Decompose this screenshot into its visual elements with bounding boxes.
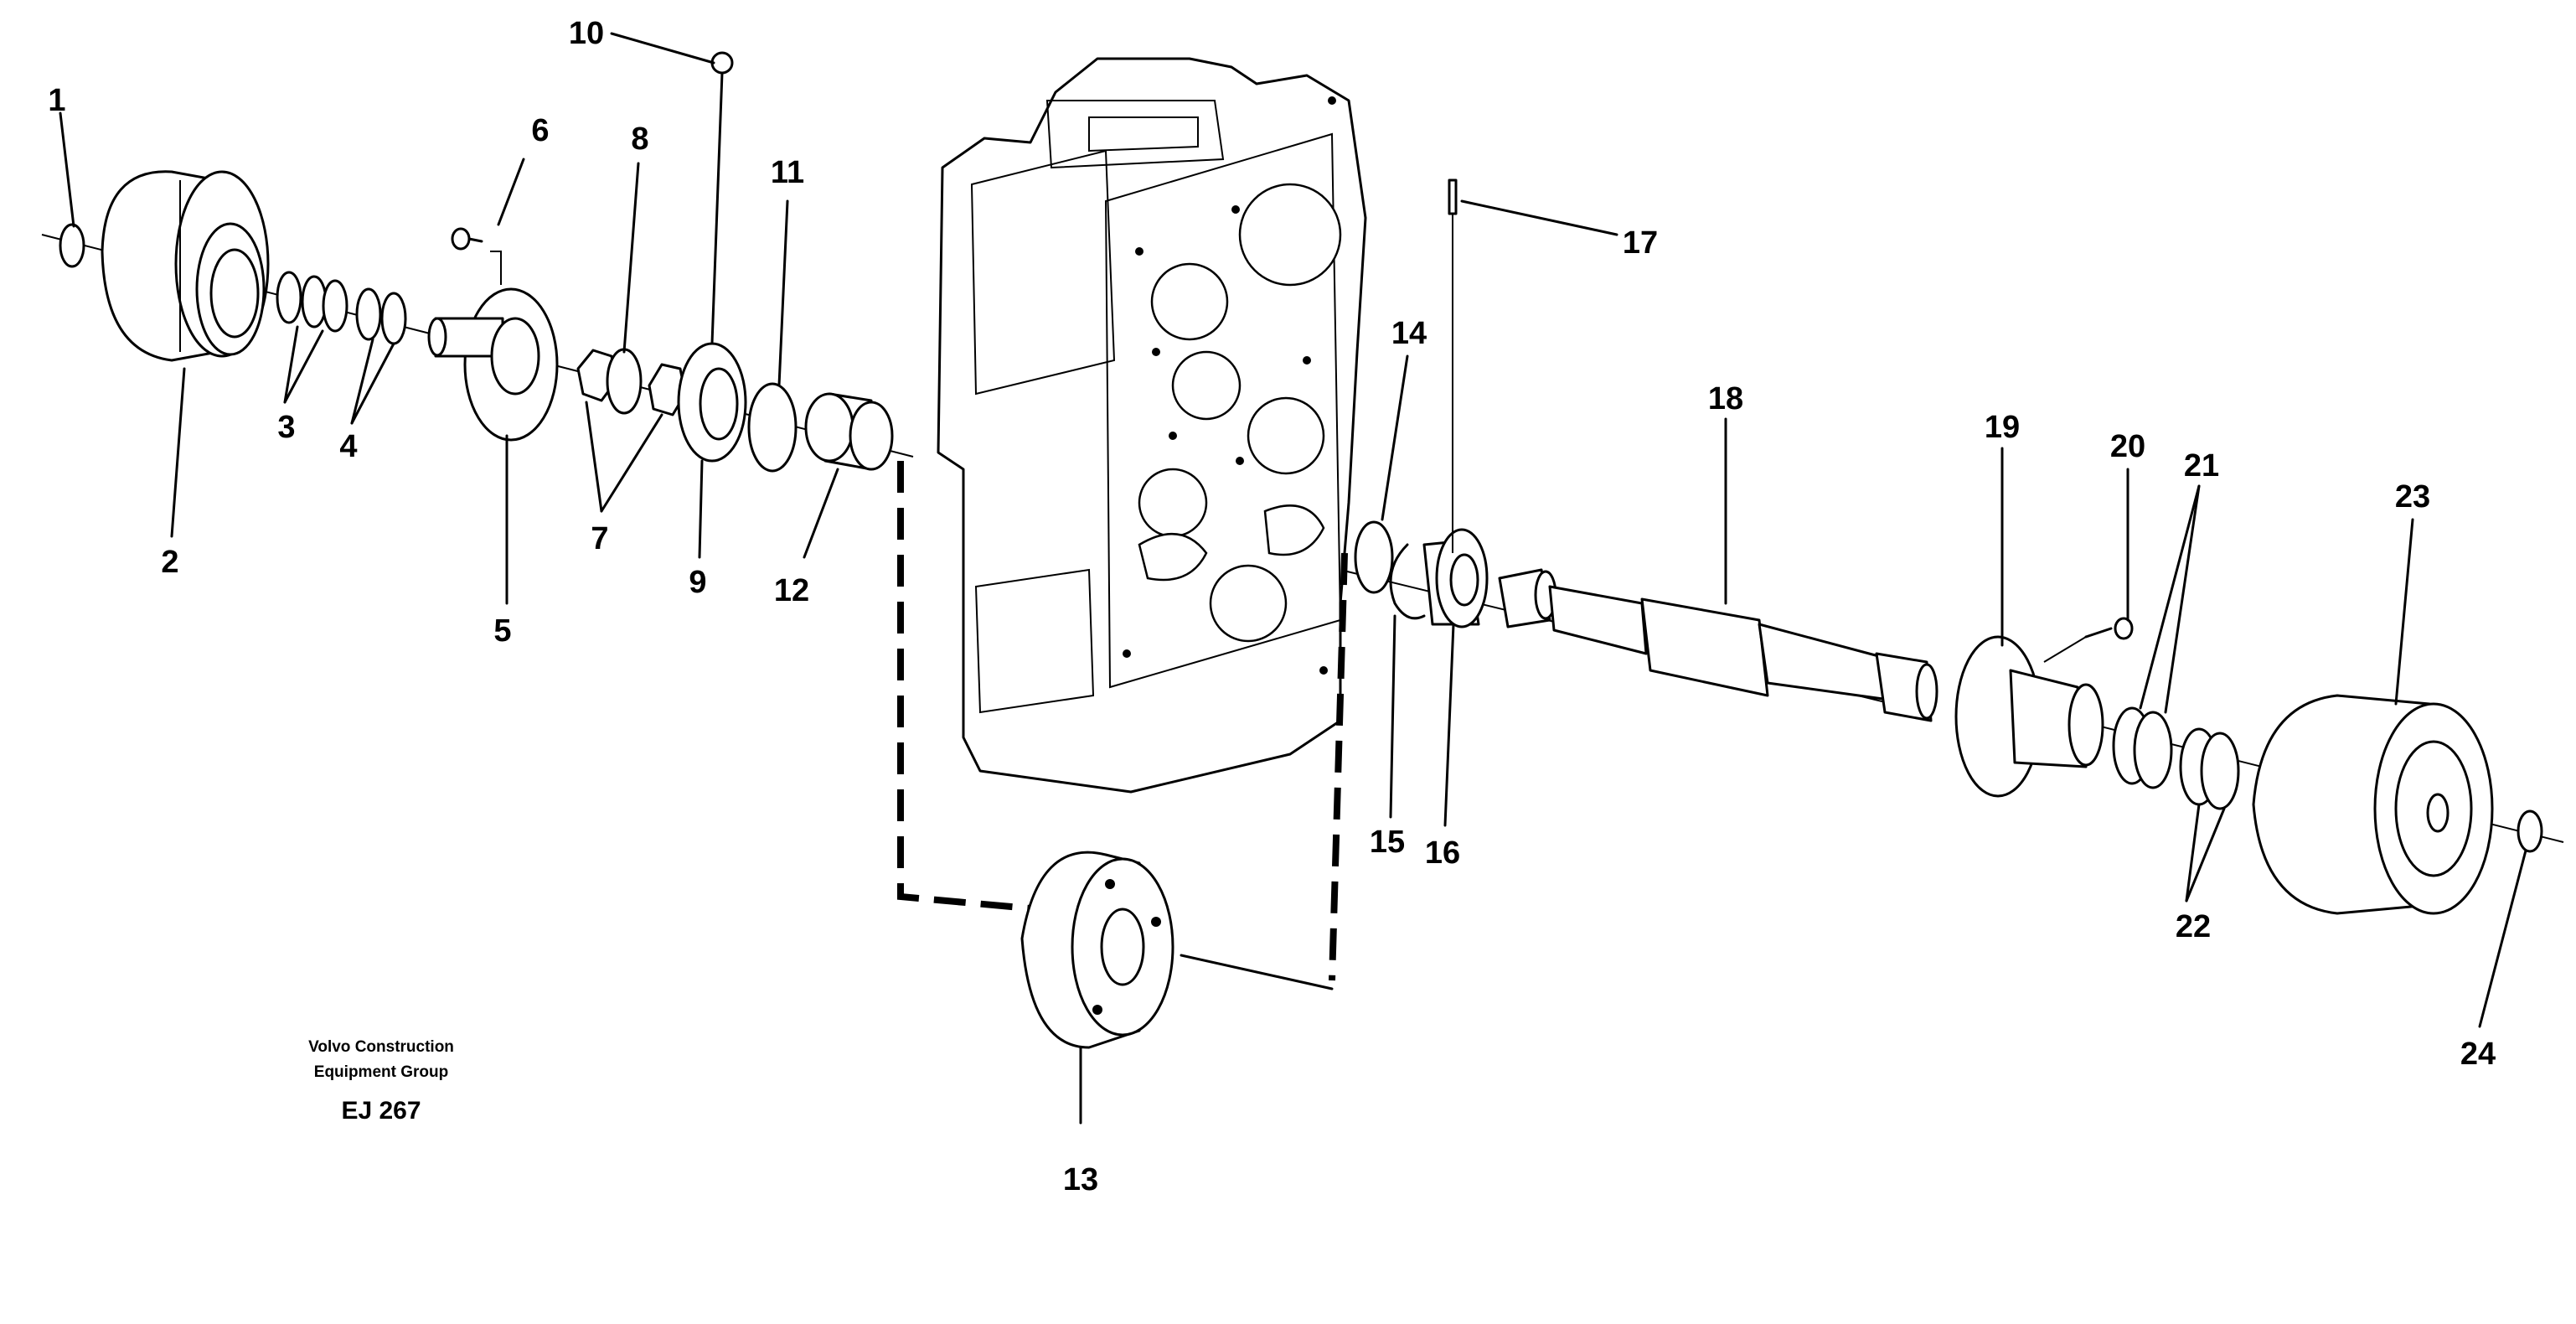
transmission-housing xyxy=(937,57,1367,794)
callout-5: 5 xyxy=(493,613,511,649)
callout-8: 8 xyxy=(631,122,648,157)
part-3-rings xyxy=(276,271,348,333)
part-15-snap-ring xyxy=(1389,543,1426,620)
part-24-washer xyxy=(2517,809,2543,853)
part-20-screw xyxy=(2043,617,2134,663)
callout-13: 13 xyxy=(1063,1162,1098,1197)
callout-22: 22 xyxy=(2176,909,2211,944)
callout-12: 12 xyxy=(774,573,809,608)
callout-6: 6 xyxy=(531,113,549,148)
callout-16: 16 xyxy=(1425,835,1460,871)
part-5-flange-hub xyxy=(427,287,559,442)
drawing-id: EJ 267 xyxy=(341,1097,421,1125)
part-10-plug xyxy=(710,51,734,75)
callout-10: 10 xyxy=(569,16,604,51)
part-2-clutch-drum xyxy=(101,170,270,362)
callout-labels: 1 2 3 4 5 6 7 8 9 10 11 12 13 14 15 16 1… xyxy=(48,16,2496,1197)
part-14-ring xyxy=(1354,520,1394,594)
callout-17: 17 xyxy=(1623,225,1658,261)
drawing-caption: Volvo Construction Equipment Group EJ 26… xyxy=(308,1038,454,1125)
part-1-o-ring xyxy=(59,223,85,268)
callout-20: 20 xyxy=(2110,429,2145,464)
part-16-bearing xyxy=(1422,528,1489,628)
callout-11: 11 xyxy=(771,155,804,190)
part-23-clutch-drum xyxy=(2252,694,2494,915)
part-4-rings xyxy=(355,287,407,345)
part-19-flange-hub xyxy=(1954,635,2104,798)
part-22-rings xyxy=(2179,727,2240,810)
gear-dashed-link xyxy=(897,461,1348,990)
callout-4: 4 xyxy=(339,429,357,464)
callout-3: 3 xyxy=(277,410,295,445)
callout-24: 24 xyxy=(2460,1037,2496,1072)
callout-21: 21 xyxy=(2184,448,2219,484)
part-21-rings xyxy=(2112,706,2173,789)
part-11-ring xyxy=(747,382,798,473)
caption-company: Volvo Construction xyxy=(308,1038,454,1056)
callout-14: 14 xyxy=(1391,316,1427,351)
callout-2: 2 xyxy=(161,545,178,580)
callout-18: 18 xyxy=(1708,381,1743,416)
caption-group: Equipment Group xyxy=(314,1063,448,1081)
part-17-pin xyxy=(1448,178,1458,553)
part-9-bearing xyxy=(677,342,747,463)
leader-lines xyxy=(59,32,2527,1125)
callout-7: 7 xyxy=(591,521,608,556)
part-13-gear xyxy=(1020,851,1174,1049)
callout-9: 9 xyxy=(689,565,706,600)
callout-1: 1 xyxy=(48,83,65,118)
part-12-sleeve xyxy=(804,392,894,471)
callout-15: 15 xyxy=(1370,825,1405,860)
callout-23: 23 xyxy=(2395,479,2430,515)
part-6-screw xyxy=(451,227,502,285)
callout-19: 19 xyxy=(1985,410,2020,445)
part-8-washer xyxy=(606,348,643,415)
part-18-shaft xyxy=(1498,568,1938,722)
